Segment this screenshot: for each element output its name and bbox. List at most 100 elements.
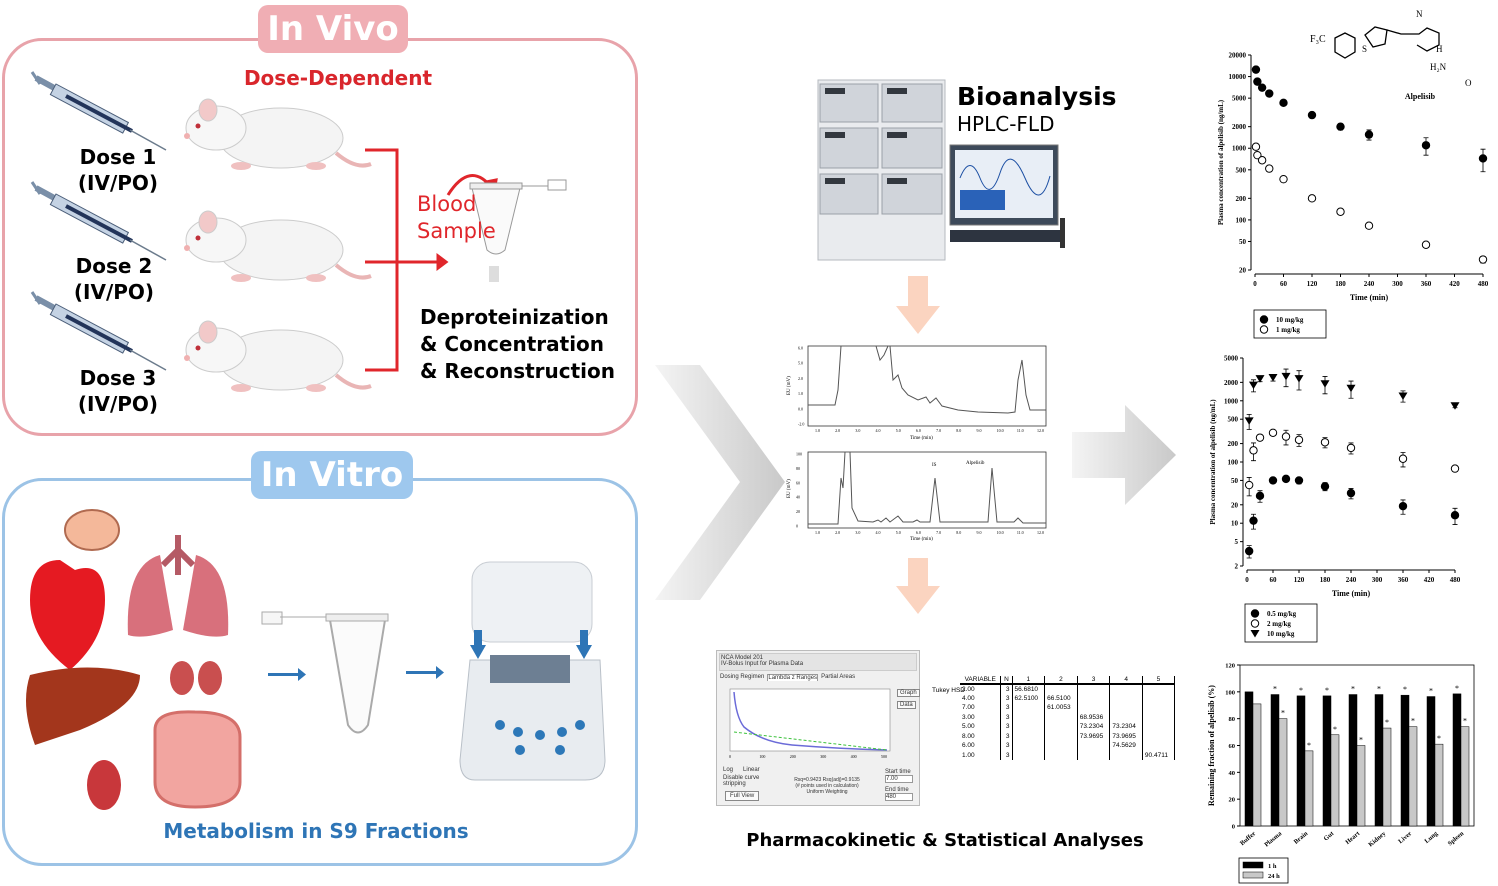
table-cell: 3.00 bbox=[960, 712, 1002, 722]
dose-2-label: Dose 2(IV/PO) bbox=[73, 254, 155, 304]
data-point bbox=[1249, 381, 1258, 390]
x-tick-label: 11.0 bbox=[1017, 428, 1024, 433]
x-tick-label: 5.0 bbox=[896, 530, 901, 535]
y-tick-label: 2000 bbox=[1232, 123, 1247, 131]
table-cell: 2.00 bbox=[960, 684, 1002, 694]
significance-marker: * bbox=[1377, 685, 1381, 694]
legend-label: 2 mg/kg bbox=[1267, 620, 1291, 628]
x-tick-label: 240 bbox=[1346, 576, 1357, 584]
data-point bbox=[1336, 122, 1345, 131]
bioanalysis-title: Bioanalysis bbox=[957, 82, 1117, 111]
log-radio[interactable]: Log bbox=[723, 767, 734, 773]
table-header: 5 bbox=[1142, 676, 1176, 685]
graph-button[interactable]: Graph bbox=[897, 689, 920, 697]
table-cell: 74.5629 bbox=[1109, 741, 1143, 751]
y-tick-label: 0 bbox=[796, 524, 798, 529]
x-tick-label: 180 bbox=[1320, 576, 1331, 584]
bar-24h bbox=[1304, 750, 1314, 827]
x-tick-label: 480 bbox=[1478, 280, 1489, 288]
table-cell bbox=[1109, 693, 1143, 703]
tab-dosing-regimen[interactable]: Dosing Regimen bbox=[720, 674, 765, 680]
bar-24h bbox=[1382, 727, 1392, 827]
tab-lambda-z-ranges[interactable]: Lambda z Ranges bbox=[767, 674, 819, 681]
y-tick-label: 100 bbox=[796, 452, 802, 457]
significance-marker: * bbox=[1403, 685, 1407, 694]
x-tick-label: 8.0 bbox=[956, 428, 961, 433]
kidney-icon bbox=[170, 661, 222, 695]
x-tick-label: 10.0 bbox=[997, 428, 1004, 433]
data-point bbox=[1249, 446, 1258, 455]
table-cell: 8.00 bbox=[960, 731, 1002, 741]
x-tick-label: Plasma bbox=[1263, 830, 1284, 849]
y-tick-label: 120 bbox=[1225, 663, 1235, 670]
table-cell bbox=[1109, 703, 1143, 713]
disable-stripping-checkbox[interactable]: Disable curve stripping bbox=[723, 775, 760, 787]
down-arrow-icon bbox=[896, 558, 940, 614]
alpelisib-peak-label: Alpelisib bbox=[966, 461, 985, 466]
thermomixer-icon bbox=[459, 561, 606, 781]
table-cell bbox=[1044, 712, 1078, 722]
y-tick-label: 1.0 bbox=[798, 391, 803, 396]
tab-partial-areas[interactable]: Partial Areas bbox=[821, 674, 856, 680]
x-tick-label: 2.0 bbox=[835, 530, 840, 535]
o-label: O bbox=[1465, 78, 1472, 88]
data-point bbox=[1478, 255, 1488, 264]
in-vivo-title: In Vivo bbox=[258, 5, 408, 53]
x-tick-label: 4.0 bbox=[876, 530, 881, 535]
x-tick-label: Gut bbox=[1322, 830, 1335, 843]
data-point bbox=[1398, 392, 1408, 400]
full-view-button[interactable]: Full View bbox=[725, 791, 760, 801]
y-tick-label: 20 bbox=[796, 509, 800, 514]
data-point bbox=[1265, 89, 1274, 98]
data-point bbox=[1251, 142, 1261, 151]
linear-radio[interactable]: Linear bbox=[743, 767, 760, 773]
legend-label: 1 h bbox=[1268, 863, 1277, 870]
x-tick-label: 10.0 bbox=[997, 530, 1004, 535]
legend-label: 1 mg/kg bbox=[1276, 326, 1300, 334]
brain-icon bbox=[64, 509, 120, 551]
x-tick-label: 300 bbox=[820, 754, 826, 759]
x-tick-label: 6.0 bbox=[916, 530, 921, 535]
lungs-icon bbox=[127, 535, 229, 637]
x-tick-label: 7.0 bbox=[936, 530, 941, 535]
table-cell bbox=[1012, 750, 1046, 760]
legend-marker bbox=[1259, 315, 1269, 324]
data-point bbox=[1398, 454, 1408, 463]
table-cell bbox=[1077, 684, 1111, 694]
y-tick-label: 20 bbox=[1239, 267, 1247, 275]
x-tick-label: 1.0 bbox=[815, 530, 820, 535]
bar-24h bbox=[1408, 726, 1418, 827]
x-tick-label: 60 bbox=[1270, 576, 1278, 584]
series-1-mg-kg bbox=[1251, 142, 1488, 264]
data-point bbox=[1346, 384, 1356, 393]
tab-bar: Dosing Regimen Lambda z Ranges Partial A… bbox=[720, 674, 916, 681]
data-point bbox=[1279, 98, 1288, 108]
table-header: N bbox=[1000, 676, 1013, 685]
x-tick-label: 9.0 bbox=[976, 530, 981, 535]
table-cell bbox=[1077, 703, 1111, 713]
data-point bbox=[1268, 476, 1278, 485]
x-tick-label: 3.0 bbox=[855, 530, 860, 535]
table-cell bbox=[1012, 722, 1046, 732]
table-cell: 73.9695 bbox=[1077, 731, 1111, 741]
table-cell bbox=[1109, 750, 1143, 760]
data-point bbox=[1307, 110, 1317, 120]
y-tick-label: 80 bbox=[1229, 716, 1236, 723]
table-cell bbox=[1012, 712, 1046, 722]
data-button[interactable]: Data bbox=[897, 701, 916, 709]
table-cell: 66.5100 bbox=[1044, 693, 1078, 703]
x-tick-label: 480 bbox=[1450, 576, 1461, 584]
data-point bbox=[1244, 480, 1254, 490]
x-tick-label: 1.0 bbox=[815, 428, 820, 433]
y-axis-label: EU (mV) bbox=[787, 376, 792, 395]
legend-swatch bbox=[1242, 871, 1264, 879]
y-tick-label: 500 bbox=[1228, 416, 1239, 424]
table-cell: 61.0053 bbox=[1044, 703, 1078, 713]
y-tick-label: 6.0 bbox=[798, 346, 803, 351]
